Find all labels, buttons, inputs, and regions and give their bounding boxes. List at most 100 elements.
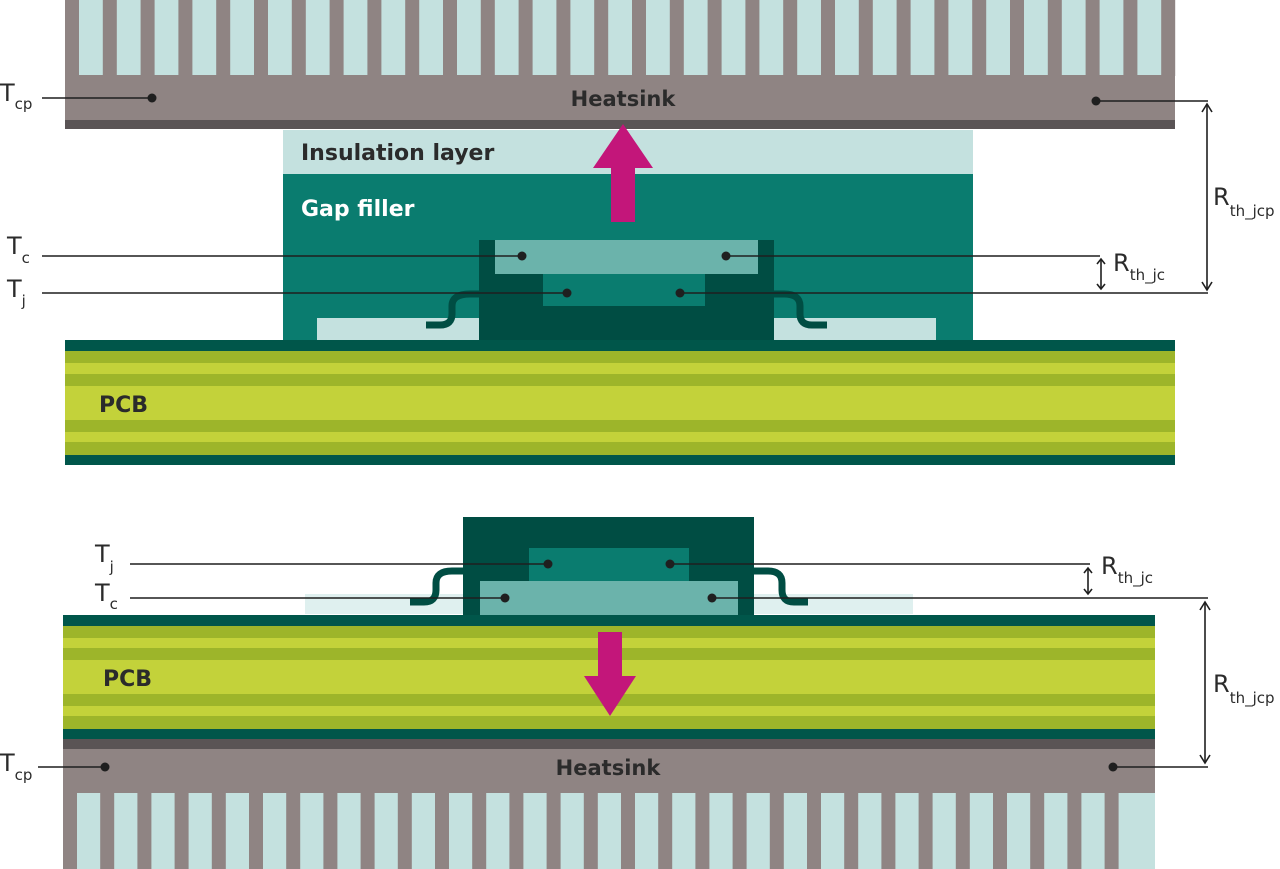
top-rth-jcp-dimension [1201, 102, 1213, 292]
top-diagram: Heatsink Insulation layer Gap filler [0, 0, 1275, 465]
bottom-heatsink-fin [100, 793, 115, 869]
top-heat-flow-arrow [593, 124, 653, 222]
bottom-lead-left [410, 567, 465, 606]
bottom-tj-label: Tj [94, 540, 114, 576]
bottom-heatsink-fin [472, 793, 487, 869]
bottom-heatsink-fin [137, 793, 152, 869]
top-heatsink-fin-channels [65, 0, 1175, 76]
bottom-tj-point-right [665, 559, 675, 569]
bottom-heatsink-fin-channels [63, 793, 1155, 869]
top-heatsink-base [65, 75, 1175, 122]
bottom-heatsink-fin [1104, 793, 1119, 869]
top-heatsink-fin [669, 0, 684, 76]
bottom-pcb-label: PCB [103, 667, 152, 692]
top-gap-filler-label: Gap filler [301, 197, 415, 222]
bottom-rth-jc-label: Rth_jc [1101, 552, 1153, 588]
top-heatsink-fin [65, 0, 79, 76]
top-heatsink-fin [216, 0, 231, 76]
top-heatsink-fin [367, 0, 382, 76]
top-tj-point-left [562, 288, 572, 298]
bottom-tc-point-left [500, 593, 510, 603]
bottom-rth-jcp-dimension [1199, 600, 1211, 765]
top-heatsink-fin [821, 0, 835, 76]
top-insulation-label: Insulation layer [301, 141, 494, 166]
bottom-tc-label: Tc [94, 579, 118, 613]
top-heatsink-fin [1047, 0, 1062, 76]
bottom-tc-point-right [707, 593, 717, 603]
bottom-rth-jc-dimension [1083, 566, 1093, 596]
bottom-solder-pad-left [305, 594, 465, 614]
top-heatsink-fin [858, 0, 873, 76]
bottom-die [529, 548, 689, 581]
top-heatsink-fin [480, 0, 495, 76]
bottom-heatsink-top-edge [63, 739, 1155, 749]
bottom-tcp-right-point [1108, 762, 1118, 772]
top-heatsink-fin [594, 0, 609, 76]
bottom-heatsink-fin [918, 793, 933, 869]
top-heatsink-fin [254, 0, 268, 76]
top-lead-left [426, 290, 481, 329]
top-heatsink-fin [291, 0, 306, 76]
bottom-case-layer [480, 581, 738, 615]
top-heatsink-fin [405, 0, 420, 76]
bottom-heatsink-fin [732, 793, 747, 869]
bottom-heat-flow-arrow [584, 632, 636, 716]
top-solder-pad-left [317, 318, 480, 340]
bottom-heatsink-fin [695, 793, 710, 869]
bottom-heatsink-fin [807, 793, 821, 869]
top-pcb-label: PCB [99, 393, 148, 418]
bottom-heatsink-fin [63, 793, 77, 869]
bottom-heatsink-fin [249, 793, 263, 869]
top-heatsink-label: Heatsink [571, 87, 677, 111]
top-heatsink-fin [178, 0, 193, 76]
bottom-tcp-point [100, 762, 110, 772]
top-heatsink-fin [556, 0, 571, 76]
bottom-heatsink-fin [881, 793, 896, 869]
top-heatsink-fins [65, 0, 1176, 76]
bottom-heatsink-fin [583, 793, 598, 869]
top-heatsink-fin [518, 0, 533, 76]
top-tc-point-left [517, 251, 527, 261]
top-tcp-point [147, 93, 157, 103]
top-heatsink-fin [783, 0, 798, 76]
bottom-lead-right [752, 567, 808, 606]
top-heatsink-fin [1161, 0, 1176, 76]
top-heatsink-fin [1123, 0, 1138, 76]
bottom-heatsink-fin [509, 793, 524, 869]
top-heatsink-fin [745, 0, 760, 76]
bottom-diagram: PCB Heatsink [0, 517, 1275, 869]
top-rth-jc-label: Rth_jc [1113, 249, 1165, 285]
bottom-tj-point-left [543, 559, 553, 569]
top-heatsink-fin [896, 0, 911, 76]
top-tc-label: Tc [6, 232, 30, 267]
top-pcb [65, 340, 1175, 465]
top-heatsink-fin [934, 0, 949, 76]
top-tcp-label: Tcp [0, 79, 32, 113]
top-rth-jcp-label: Rth_jcp [1213, 183, 1275, 221]
bottom-heatsink-fin [955, 793, 970, 869]
bottom-heatsink-fin [546, 793, 561, 869]
top-heatsink-fin [102, 0, 117, 76]
top-heatsink-fin [632, 0, 646, 76]
top-heatsink-fin [707, 0, 722, 76]
top-tcp-right-point [1091, 96, 1101, 106]
bottom-solder-pad-right [752, 594, 913, 614]
top-heatsink-fin [443, 0, 457, 76]
top-tj-label: Tj [6, 275, 26, 310]
bottom-heatsink-label: Heatsink [556, 756, 662, 780]
bottom-heatsink-fin [323, 793, 338, 869]
bottom-heatsink-fin [1067, 793, 1082, 869]
top-heatsink-fin [1010, 0, 1024, 76]
top-tc-point-right [721, 251, 731, 261]
top-heatsink-fin [329, 0, 344, 76]
bottom-heatsink-fin [769, 793, 784, 869]
bottom-heatsink-fin [993, 793, 1007, 869]
bottom-rth-jcp-label: Rth_jcp [1213, 670, 1275, 708]
bottom-heatsink-fin [844, 793, 859, 869]
top-heatsink-bottom-edge [65, 120, 1175, 129]
bottom-heatsink-fin [360, 793, 375, 869]
bottom-heatsink-fins [63, 793, 1155, 869]
bottom-heatsink-fin [658, 793, 673, 869]
top-rth-jc-dimension [1096, 257, 1106, 291]
